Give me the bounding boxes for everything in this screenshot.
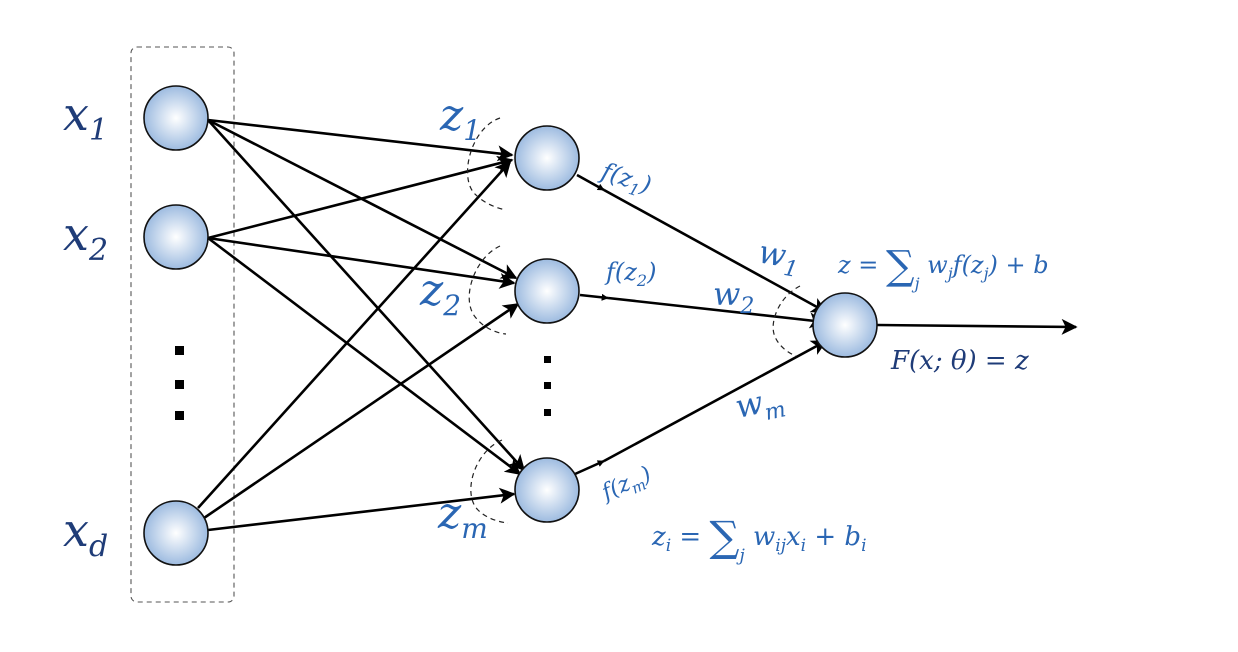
- edge-z2-activation: [579, 293, 609, 301]
- hidden-node-z1: [514, 125, 580, 191]
- input-hidden-edges: [197, 118, 526, 532]
- edge-xd-z1: [197, 160, 512, 509]
- formula-output-sum: z = ∑j wjf(zj) + b: [837, 243, 1049, 293]
- input-node-xd: [143, 500, 209, 566]
- label-f-z1: f(z1): [595, 156, 655, 203]
- edge-xd-z2: [203, 302, 520, 520]
- output-node: [812, 292, 878, 358]
- edge-z1-activation: [576, 173, 605, 192]
- label-z1: z1: [439, 90, 481, 147]
- formula-hidden-sum: zi = ∑j wijxi + bi: [651, 512, 867, 566]
- label-f-z2: f(z2): [604, 258, 656, 290]
- arc-output: [772, 285, 801, 357]
- label-x1: x1: [63, 87, 108, 148]
- edge-x2-z1: [207, 155, 514, 240]
- hidden-node-zm: [514, 457, 580, 523]
- edge-f1-output: [603, 188, 828, 314]
- hidden-input-arcs: [467, 117, 801, 524]
- edge-x2-z2: [207, 236, 516, 289]
- input-node-x1: [143, 85, 209, 151]
- edge-fm-output: [603, 339, 828, 463]
- input-layer-box: [130, 46, 235, 603]
- label-xd: xd: [63, 503, 108, 564]
- input-ellipsis: [175, 346, 184, 420]
- hidden-output-edges: [574, 173, 1078, 476]
- label-z2: z2: [419, 265, 461, 322]
- edge-xd-zm: [207, 487, 516, 532]
- label-x2: x2: [63, 207, 108, 268]
- arc-z2: [468, 245, 507, 335]
- label-f-zm: f(zm): [596, 462, 656, 510]
- edge-x1-zm: [207, 119, 526, 472]
- label-zm: zm: [437, 488, 488, 545]
- input-node-x2: [143, 204, 209, 270]
- edge-f2-output: [607, 296, 826, 329]
- label-wm: wm: [732, 379, 788, 432]
- output-arrow: [876, 318, 1078, 335]
- label-w1: w1: [755, 232, 803, 283]
- label-w2: w2: [713, 275, 754, 319]
- edge-zm-activation: [574, 459, 605, 476]
- edge-x1-z1: [207, 118, 514, 162]
- arc-zm: [470, 439, 509, 524]
- edge-x2-zm: [207, 236, 522, 476]
- hidden-node-z2: [514, 258, 580, 324]
- hidden-ellipsis: [544, 356, 551, 416]
- formula-output-function: F(x; θ) = z: [890, 346, 1029, 376]
